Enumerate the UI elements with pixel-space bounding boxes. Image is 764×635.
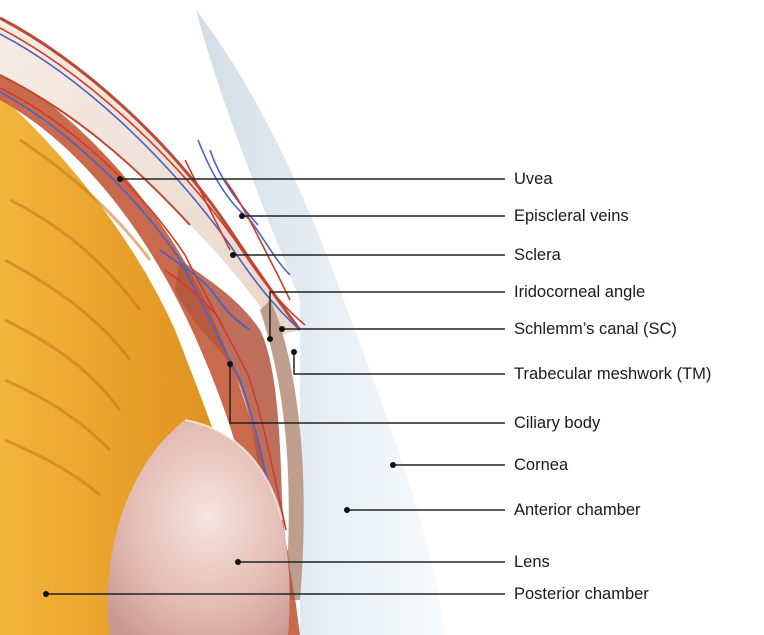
label-episcleral-veins: Episcleral veins — [514, 208, 629, 225]
label-schlemms-canal: Schlemm’s canal (SC) — [514, 321, 677, 338]
label-lens: Lens — [514, 554, 550, 571]
label-iridocorneal-angle: Iridocorneal angle — [514, 284, 645, 301]
label-uvea: Uvea — [514, 171, 553, 188]
label-posterior-chamber: Posterior chamber — [514, 586, 649, 603]
label-trabecular-meshwork: Trabecular meshwork (TM) — [514, 366, 711, 383]
label-anterior-chamber: Anterior chamber — [514, 502, 641, 519]
label-ciliary-body: Ciliary body — [514, 415, 600, 432]
label-cornea: Cornea — [514, 457, 568, 474]
label-sclera: Sclera — [514, 247, 561, 264]
